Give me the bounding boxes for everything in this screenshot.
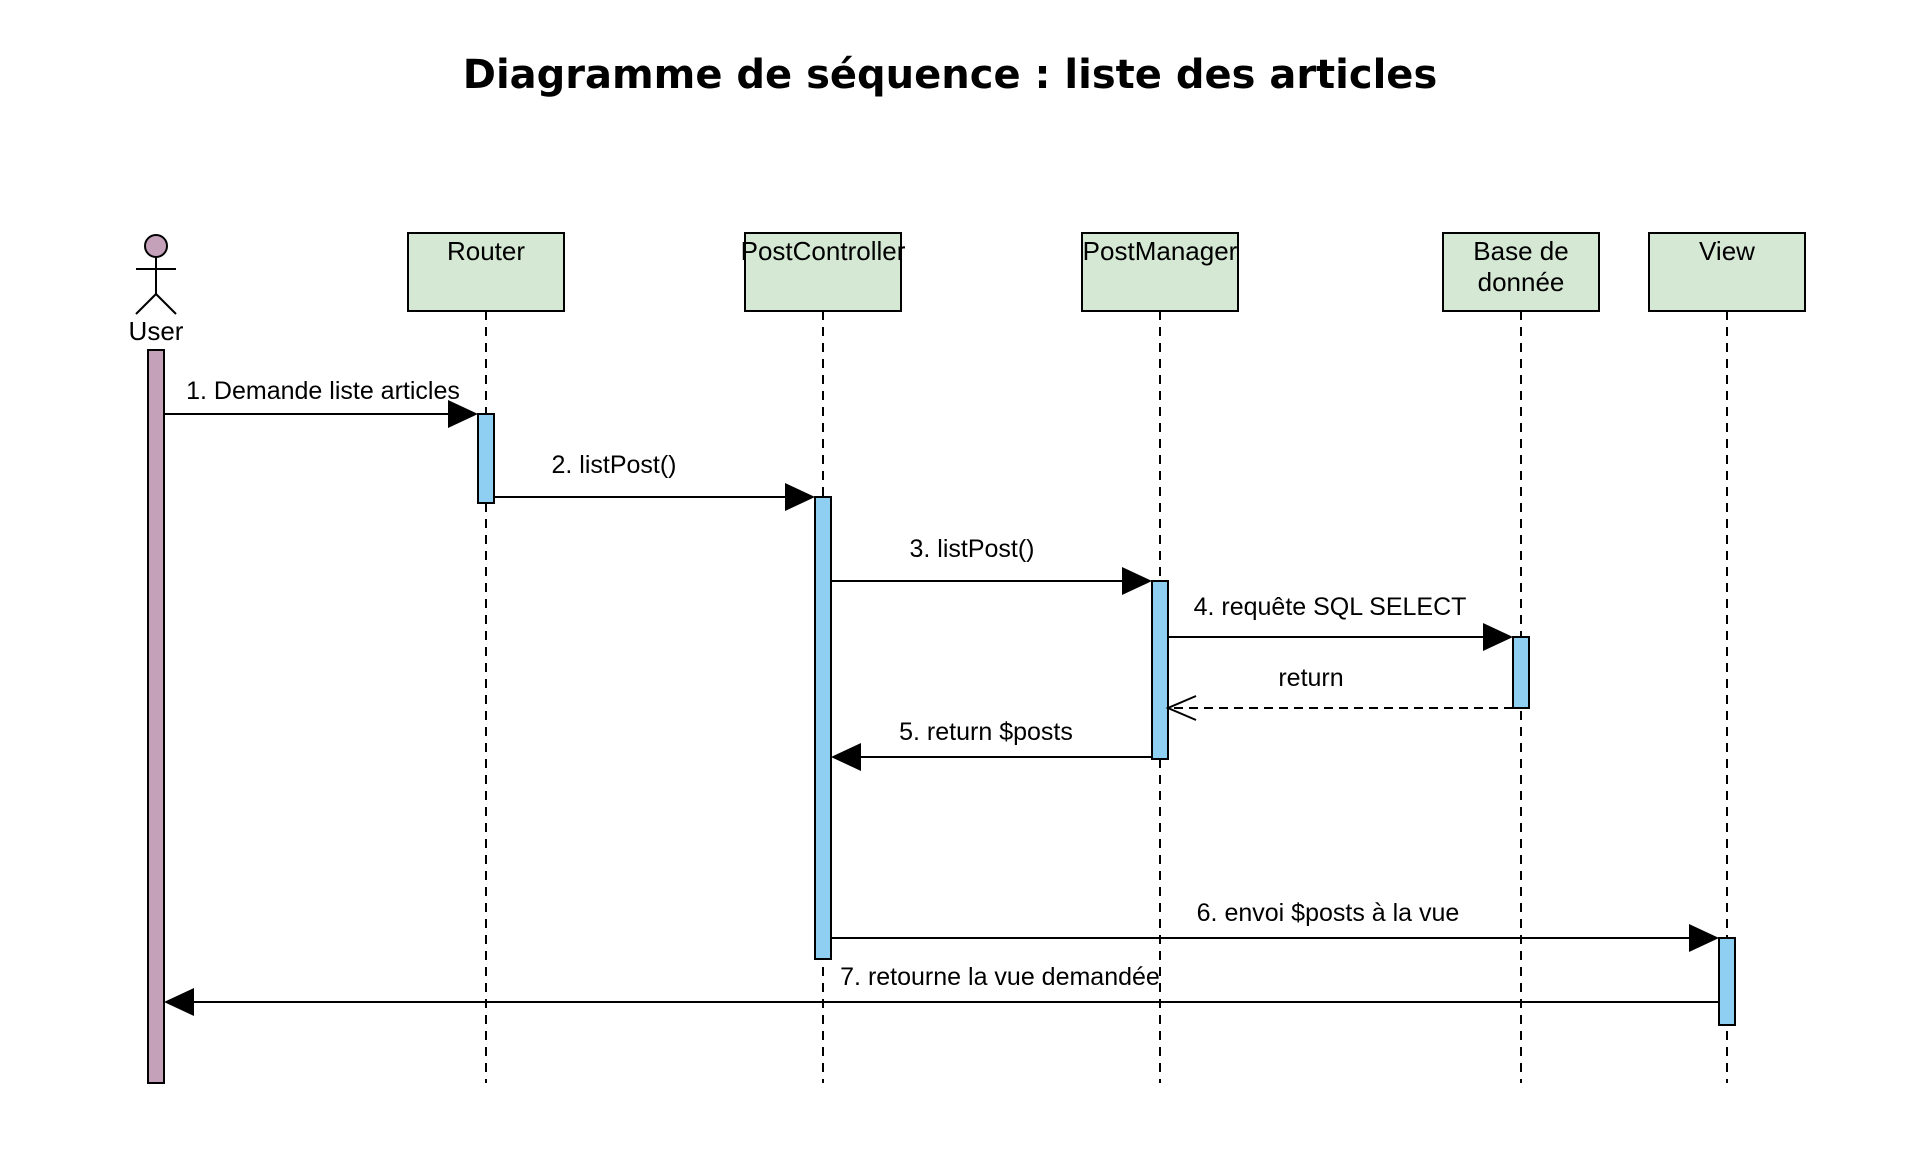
filled-arrowhead-icon: [1483, 623, 1513, 651]
participant-base: [1442, 232, 1600, 312]
message-label-2: 2. listPost(): [551, 451, 676, 479]
participant-label-postmanager: PostManager: [1083, 236, 1238, 266]
diagram-title: Diagramme de séquence : liste des articl…: [462, 52, 1438, 98]
filled-arrowhead-icon: [1122, 567, 1152, 595]
activation-bar-router: [477, 413, 495, 504]
message-label-1: 1. Demande liste articles: [186, 377, 460, 405]
actor-head-icon: [144, 234, 168, 258]
activation-bar-base: [1512, 636, 1530, 709]
filled-arrowhead-icon: [831, 743, 861, 771]
participant-label-base: Base de: [1473, 236, 1568, 266]
message-label-8: 7. retourne la vue demandée: [840, 963, 1160, 991]
filled-arrowhead-icon: [1689, 924, 1719, 952]
activation-bar-view: [1718, 937, 1736, 1026]
filled-arrowhead-icon: [448, 400, 478, 428]
participant-postmanager: [1081, 232, 1239, 312]
participant-view: [1648, 232, 1806, 312]
message-label-4: 4. requête SQL SELECT: [1194, 593, 1467, 621]
open-arrowhead-icon: [1165, 695, 1197, 721]
actor-leg-left: [135, 293, 157, 315]
participant-label-view: View: [1699, 236, 1755, 266]
actor-label: User: [129, 316, 184, 346]
message-label-3: 3. listPost(): [909, 535, 1034, 563]
activation-bar-postmanager: [1151, 580, 1169, 760]
participant-label-router: Router: [447, 236, 525, 266]
actor-leg-right: [155, 293, 177, 315]
message-label-5: return: [1278, 664, 1343, 692]
actor-activation-bar: [147, 349, 165, 1084]
message-label-7: 6. envoi $posts à la vue: [1197, 899, 1460, 927]
participant-label-postcontroller: PostController: [741, 236, 906, 266]
participant-label-base: donnée: [1478, 267, 1565, 297]
participant-postcontroller: [744, 232, 902, 312]
activation-bar-postcontroller: [814, 496, 832, 960]
filled-arrowhead-icon: [785, 483, 815, 511]
participant-router: [407, 232, 565, 312]
message-label-6: 5. return $posts: [899, 718, 1073, 746]
filled-arrowhead-icon: [164, 988, 194, 1016]
